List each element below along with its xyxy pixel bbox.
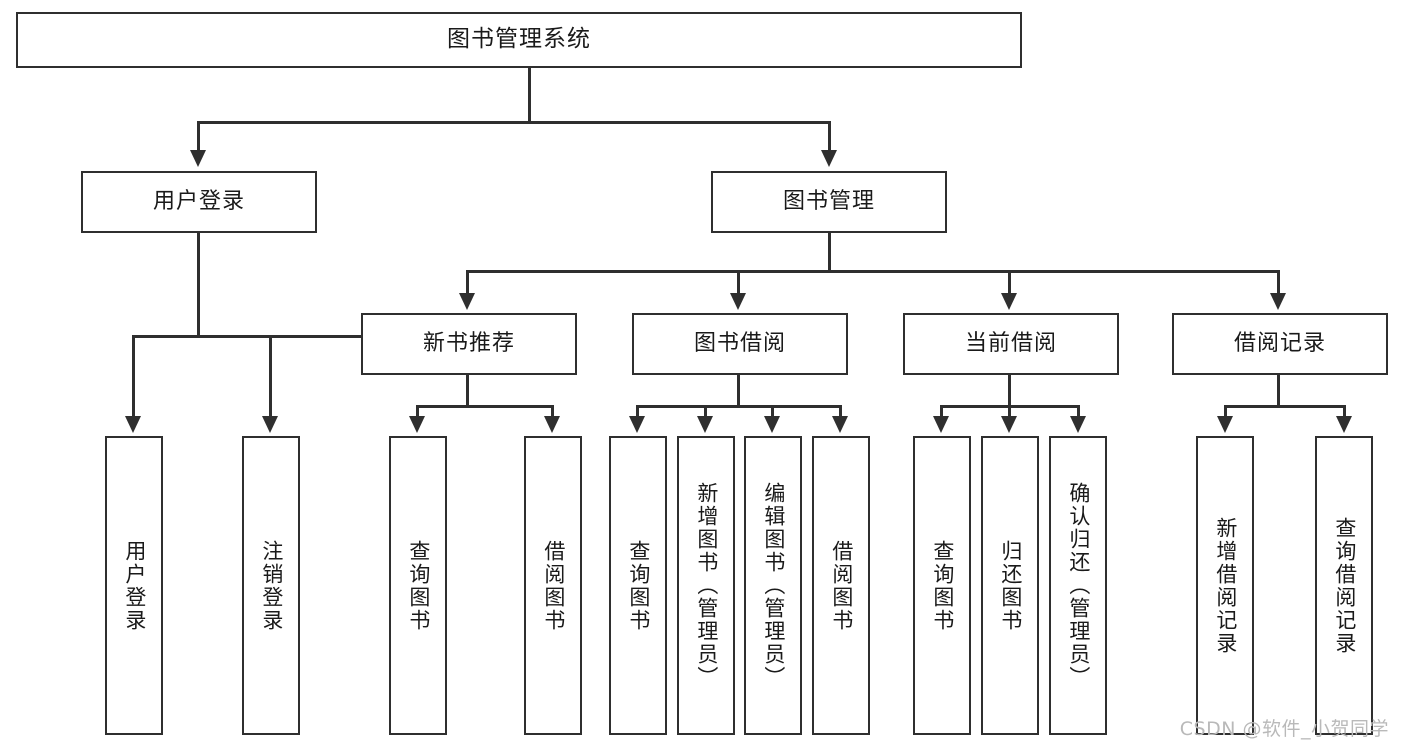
arrow-down-icon (190, 150, 206, 167)
node-label: 查询图书 (626, 539, 651, 632)
arrow-down-icon (697, 416, 713, 433)
connector-drop-leaf (551, 405, 554, 419)
arrow-down-icon (821, 150, 837, 167)
connector-drop-user-login (197, 121, 200, 153)
arrow-down-icon (730, 293, 746, 310)
node-borrow-record[interactable]: 借阅记录 (1172, 313, 1388, 375)
arrow-down-icon (125, 416, 141, 433)
arrow-down-icon (1217, 416, 1233, 433)
connector-level3-bus (466, 270, 1280, 273)
arrow-down-icon (409, 416, 425, 433)
leaf-new-book-query-book[interactable]: 查询图书 (389, 436, 447, 735)
connector-drop-leaf (940, 405, 943, 419)
leaf-user-login-login[interactable]: 用户登录 (105, 436, 163, 735)
leaf-user-login-logout[interactable]: 注销登录 (242, 436, 300, 735)
node-label: 确认归还（管理员） (1066, 482, 1091, 689)
connector-drop-leaf (1343, 405, 1346, 419)
connector-drop-leaf (1224, 405, 1227, 419)
leaf-borrow-record-add-record[interactable]: 新增借阅记录 (1196, 436, 1254, 735)
leaf-current-borrow-query-book[interactable]: 查询图书 (913, 436, 971, 735)
node-label: 新书推荐 (422, 330, 515, 356)
node-label: 编辑图书（管理员） (761, 482, 786, 689)
node-new-book-recommend[interactable]: 新书推荐 (361, 313, 577, 375)
connector-book-borrow-stem (737, 375, 740, 405)
connector-drop-level3 (737, 270, 740, 296)
connector-drop-leaf (416, 405, 419, 419)
node-book-borrow[interactable]: 图书借阅 (632, 313, 848, 375)
node-label: 注销登录 (259, 539, 284, 632)
node-label: 查询图书 (930, 539, 955, 632)
connector-drop-level3 (466, 270, 469, 296)
arrow-down-icon (262, 416, 278, 433)
node-label: 查询借阅记录 (1332, 516, 1357, 655)
connector-drop-leaf (704, 405, 707, 419)
leaf-book-borrow-edit-book-admin[interactable]: 编辑图书（管理员） (744, 436, 802, 735)
connector-book-borrow-bus (636, 405, 842, 408)
arrow-down-icon (1070, 416, 1086, 433)
node-label: 图书管理系统 (447, 26, 591, 53)
watermark: CSDN @软件_小贺同学 (1179, 718, 1389, 740)
arrow-down-icon (459, 293, 475, 310)
connector-current-borrow-stem (1008, 375, 1011, 405)
node-label: 借阅图书 (541, 539, 566, 632)
connector-borrow-record-stem (1277, 375, 1280, 405)
node-label: 图书借阅 (693, 330, 786, 356)
connector-borrow-record-bus (1224, 405, 1346, 408)
node-book-management[interactable]: 图书管理 (711, 171, 947, 233)
leaf-new-book-borrow-book[interactable]: 借阅图书 (524, 436, 582, 735)
arrow-down-icon (764, 416, 780, 433)
arrow-down-icon (1001, 293, 1017, 310)
connector-user-login-bus (132, 335, 402, 338)
node-label: 借阅记录 (1233, 330, 1326, 356)
node-label: 归还图书 (998, 539, 1023, 632)
connector-drop-level3 (1008, 270, 1011, 296)
connector-drop-leaf (839, 405, 842, 419)
connector-root-stem (528, 68, 531, 121)
leaf-current-borrow-return-book[interactable]: 归还图书 (981, 436, 1039, 735)
node-label: 新增图书（管理员） (694, 482, 719, 689)
node-label: 用户登录 (152, 188, 245, 214)
arrow-down-icon (933, 416, 949, 433)
leaf-current-borrow-confirm-return-admin[interactable]: 确认归还（管理员） (1049, 436, 1107, 735)
node-label: 当前借阅 (964, 330, 1057, 356)
arrow-down-icon (1001, 416, 1017, 433)
arrow-down-icon (832, 416, 848, 433)
leaf-book-borrow-query-book[interactable]: 查询图书 (609, 436, 667, 735)
connector-drop-leaf (636, 405, 639, 419)
connector-drop-level3 (1277, 270, 1280, 296)
node-label: 图书管理 (782, 188, 875, 214)
arrow-down-icon (1336, 416, 1352, 433)
connector-drop-leaf (771, 405, 774, 419)
node-label: 查询图书 (406, 539, 431, 632)
node-current-borrow[interactable]: 当前借阅 (903, 313, 1119, 375)
connector-drop-book-management (828, 121, 831, 153)
arrow-down-icon (629, 416, 645, 433)
node-label: 用户登录 (122, 539, 147, 632)
connector-drop-leaf (269, 335, 272, 419)
leaf-book-borrow-borrow-book[interactable]: 借阅图书 (812, 436, 870, 735)
connector-new-book-bus (416, 405, 554, 408)
node-root-book-management-system[interactable]: 图书管理系统 (16, 12, 1022, 68)
connector-user-login-stem (197, 233, 200, 335)
connector-level2-bus (197, 121, 831, 124)
arrow-down-icon (1270, 293, 1286, 310)
node-label: 新增借阅记录 (1213, 516, 1238, 655)
connector-book-management-stem (828, 233, 831, 270)
connector-new-book-stem (466, 375, 469, 405)
arrow-down-icon (544, 416, 560, 433)
connector-drop-leaf (1077, 405, 1080, 419)
leaf-book-borrow-add-book-admin[interactable]: 新增图书（管理员） (677, 436, 735, 735)
node-user-login[interactable]: 用户登录 (81, 171, 317, 233)
node-label: 借阅图书 (829, 539, 854, 632)
connector-drop-leaf (1008, 405, 1011, 419)
connector-drop-leaf (132, 335, 135, 419)
leaf-borrow-record-query-record[interactable]: 查询借阅记录 (1315, 436, 1373, 735)
